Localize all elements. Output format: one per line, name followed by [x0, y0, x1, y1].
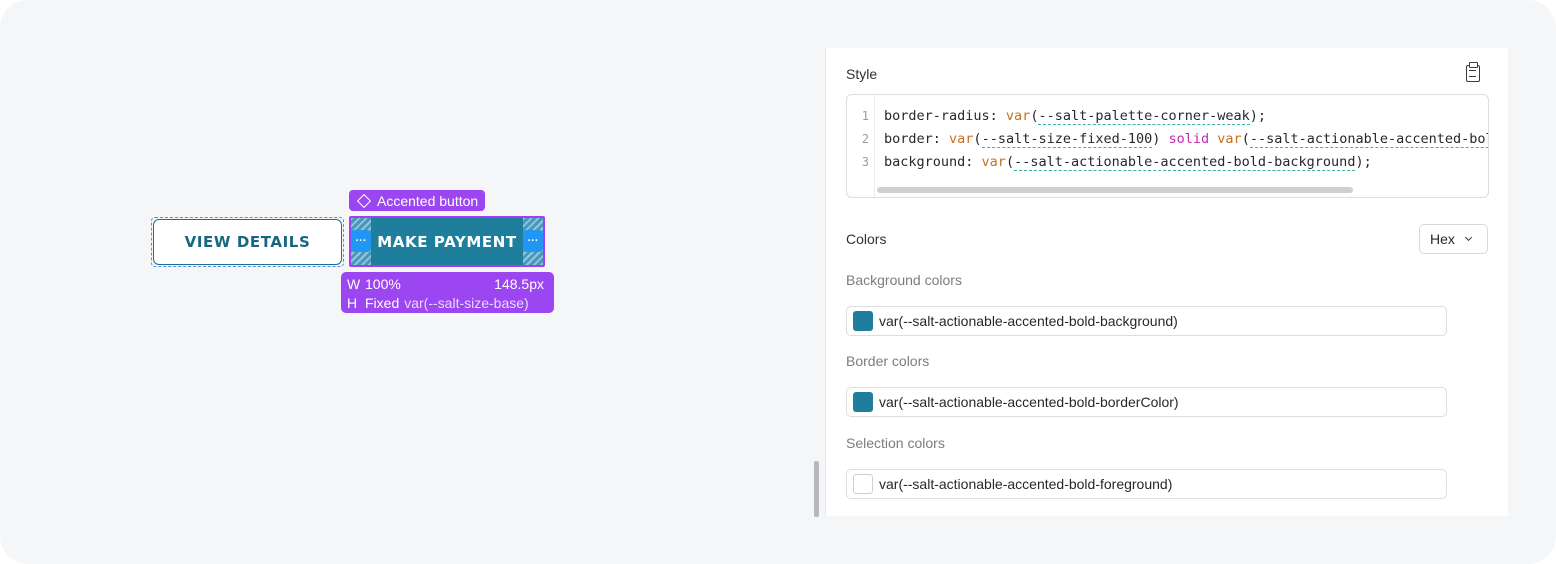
- view-details-button[interactable]: VIEW DETAILS: [153, 219, 342, 265]
- colors-section-title: Colors: [846, 231, 887, 247]
- code-line: background: var(--salt-actionable-accent…: [884, 154, 1372, 171]
- css-token: --salt-size-fixed-100: [981, 131, 1153, 148]
- color-format-select[interactable]: Hex: [1419, 224, 1488, 254]
- code-line: border: var(--salt-size-fixed-100) solid…: [884, 131, 1488, 148]
- style-section-title: Style: [846, 66, 878, 82]
- css-text: (: [1241, 131, 1250, 147]
- selection-color-token: var(--salt-actionable-accented-bold-fore…: [879, 476, 1173, 492]
- css-text: border-radius:: [884, 108, 1006, 124]
- background-color-token: var(--salt-actionable-accented-bold-back…: [879, 313, 1178, 329]
- width-px: 148.5px: [494, 276, 544, 292]
- color-swatch-icon: [853, 392, 873, 412]
- css-text: (: [973, 131, 982, 147]
- height-token: var(--salt-size-base): [404, 295, 529, 311]
- chevron-down-icon: [1464, 233, 1472, 242]
- css-text: (: [1005, 154, 1015, 170]
- css-function: var: [1005, 108, 1031, 124]
- css-token: --salt-palette-corner-weak: [1038, 108, 1250, 125]
- component-diamond-icon: [356, 193, 372, 208]
- width-key: W: [347, 276, 361, 292]
- border-color-field[interactable]: var(--salt-actionable-accented-bold-bord…: [846, 387, 1447, 417]
- background-color-field[interactable]: var(--salt-actionable-accented-bold-back…: [846, 306, 1447, 336]
- css-token: --salt-actionable-accented-bold-borderCo…: [1249, 131, 1488, 148]
- design-canvas[interactable]: VIEW DETAILS Accented button MAKE PAYMEN…: [0, 0, 812, 564]
- css-text: ): [1152, 131, 1169, 147]
- css-function: var: [981, 154, 1006, 170]
- resize-handle-right[interactable]: ···: [523, 230, 543, 252]
- line-number: 1: [861, 109, 869, 123]
- height-key: H: [347, 295, 358, 311]
- line-number: 2: [861, 132, 869, 146]
- width-value: 100%: [365, 276, 401, 292]
- selection-label[interactable]: Accented button: [349, 190, 486, 211]
- make-payment-button[interactable]: MAKE PAYMENT: [371, 218, 523, 265]
- border-colors-title: Border colors: [846, 353, 930, 369]
- code-line: border-radius: var(--salt-palette-corner…: [884, 108, 1267, 125]
- panel-scrollbar[interactable]: [814, 461, 819, 517]
- code-horizontal-scrollbar[interactable]: [877, 187, 1353, 193]
- dimensions-badge: W 100% 148.5px H Fixed var(--salt-size-b…: [341, 272, 554, 313]
- border-color-token: var(--salt-actionable-accented-bold-bord…: [879, 394, 1179, 410]
- height-value: Fixed: [365, 295, 400, 311]
- css-token: --salt-actionable-accented-bold-backgrou…: [1014, 154, 1356, 171]
- line-number-gutter: 1 2 3: [847, 95, 875, 197]
- css-keyword: solid: [1168, 131, 1210, 147]
- css-text: );: [1249, 108, 1267, 124]
- line-number: 3: [861, 155, 869, 169]
- css-text: (: [1030, 108, 1039, 124]
- resize-handle-left[interactable]: ···: [351, 230, 371, 252]
- color-swatch-icon: [853, 311, 873, 331]
- css-text: background:: [884, 154, 982, 170]
- css-text: border:: [884, 131, 950, 147]
- css-code-block[interactable]: 1 2 3 border-radius: var(--salt-palette-…: [846, 94, 1489, 198]
- css-text: );: [1355, 154, 1372, 170]
- selection-label-text: Accented button: [377, 192, 479, 209]
- color-swatch-icon: [853, 474, 873, 494]
- background-colors-title: Background colors: [846, 272, 962, 288]
- css-function: var: [949, 131, 974, 147]
- color-format-value: Hex: [1430, 231, 1455, 247]
- selected-component-frame[interactable]: MAKE PAYMENT ··· ···: [349, 216, 545, 267]
- selection-colors-title: Selection colors: [846, 435, 945, 451]
- clipboard-icon[interactable]: [1466, 62, 1480, 82]
- selection-color-field[interactable]: var(--salt-actionable-accented-bold-fore…: [846, 469, 1447, 499]
- inspector-panel: Style 1 2 3 border-radius: var(--salt-pa…: [825, 48, 1508, 516]
- css-function: var: [1217, 131, 1242, 147]
